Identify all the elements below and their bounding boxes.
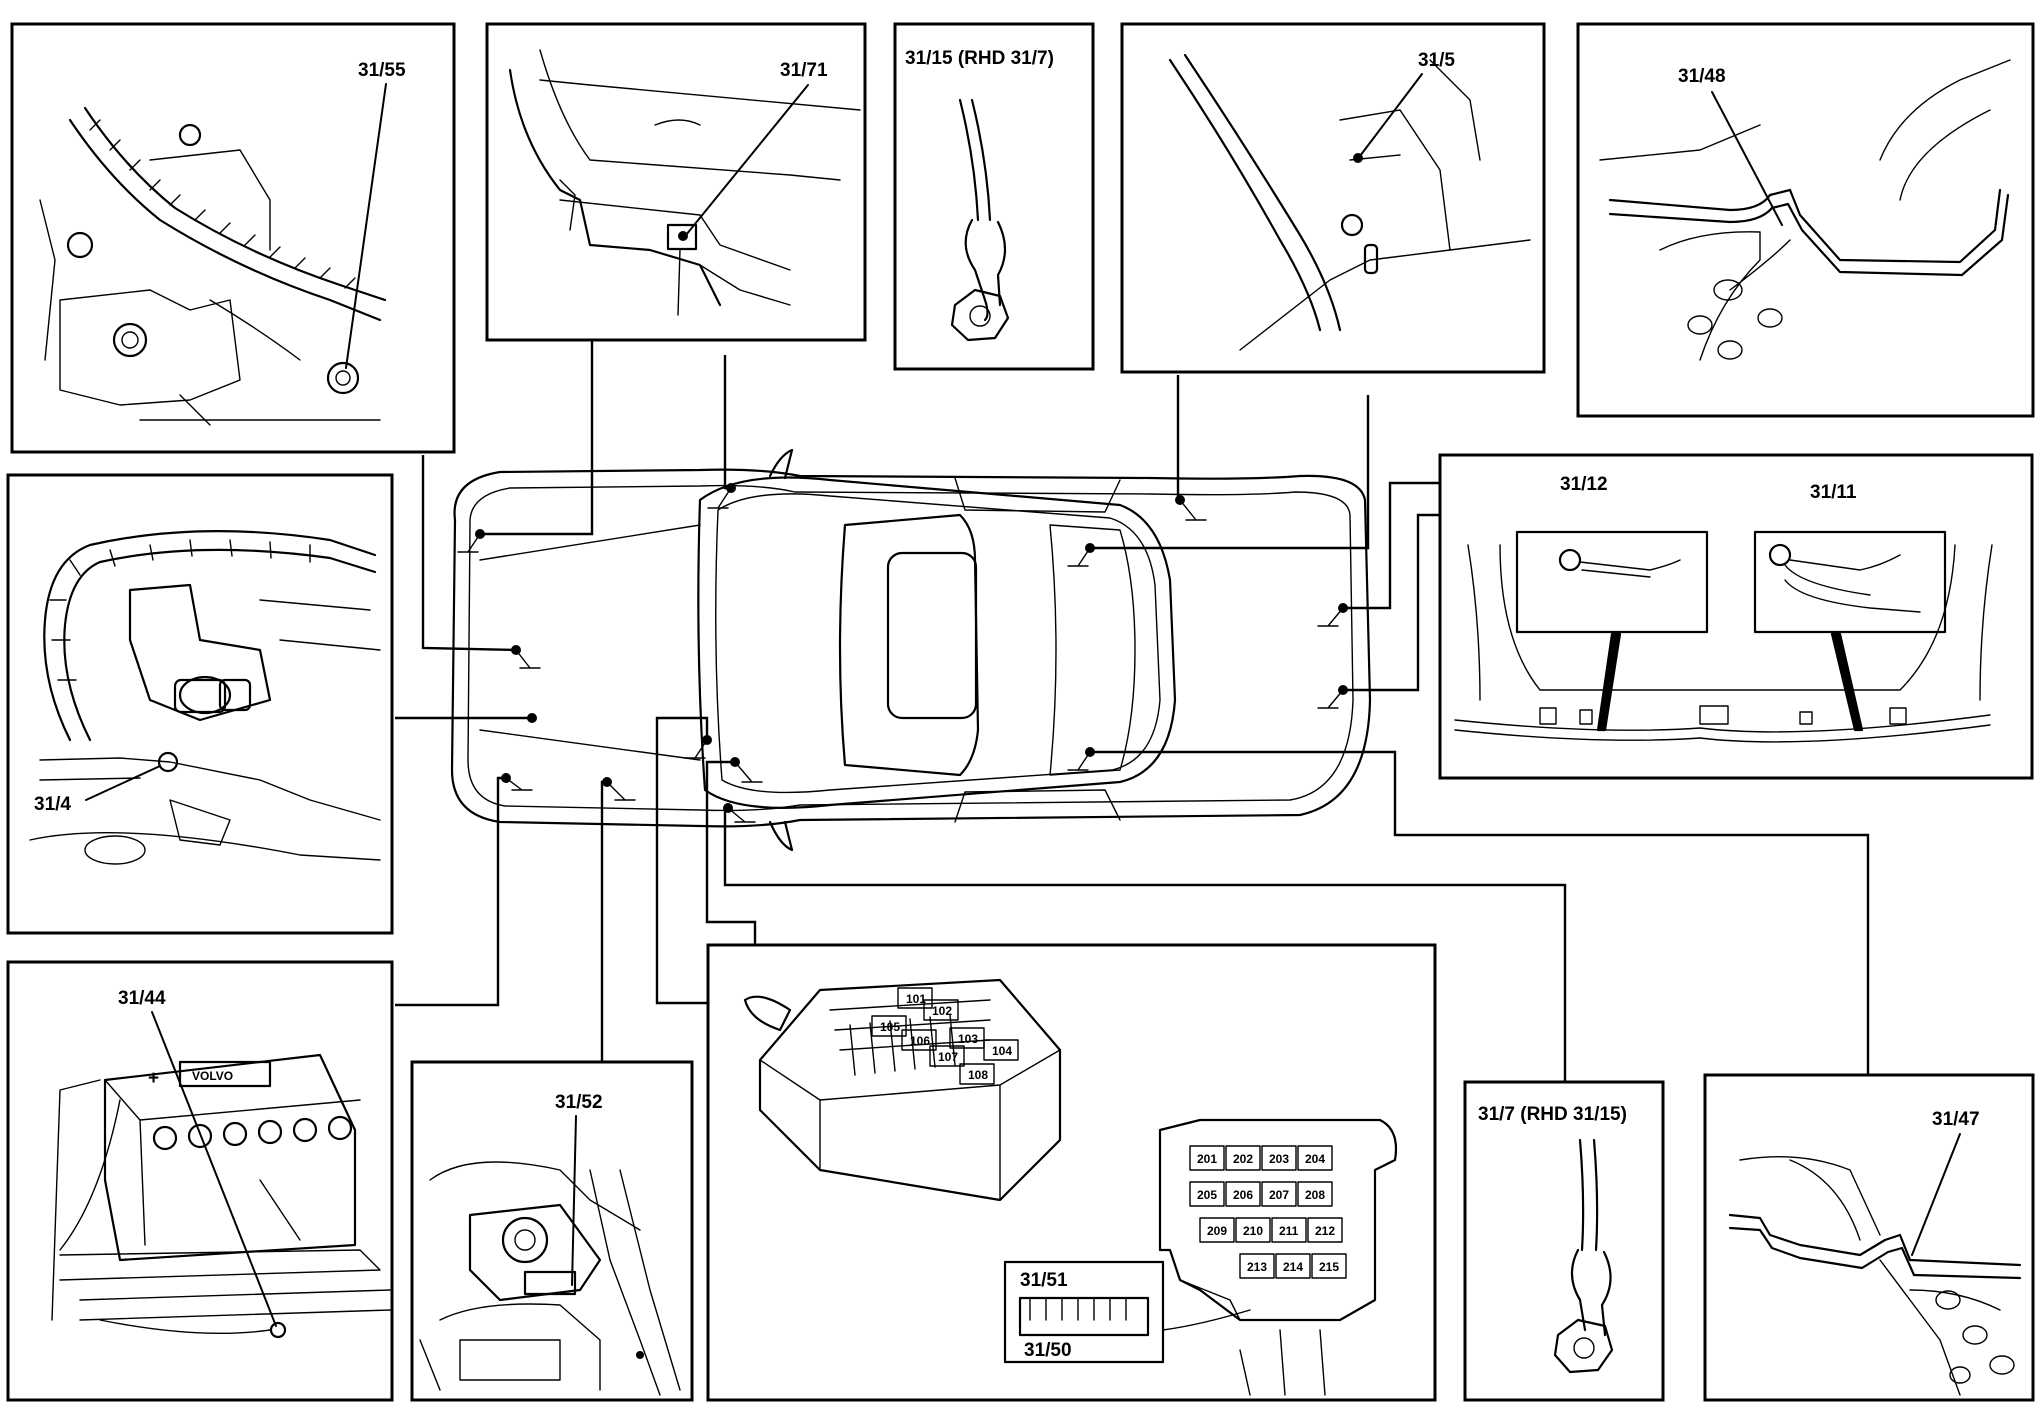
car-top-view [450, 448, 1372, 852]
relay-215: 215 [1319, 1260, 1339, 1274]
label-31-4: 31/4 [34, 794, 71, 815]
relay-102: 102 [932, 1004, 952, 1018]
relay-106: 106 [910, 1034, 930, 1048]
panel-31-5: 31/5 [1120, 22, 1546, 374]
relay-202: 202 [1233, 1152, 1253, 1166]
panel-31-44: VOLVO + 31/44 [6, 960, 394, 1402]
label-31-15: 31/15 (RHD 31/7) [905, 48, 1054, 69]
panel-31-71: 31/71 [485, 22, 867, 342]
label-31-51: 31/51 [1020, 1270, 1068, 1291]
label-31-7: 31/7 (RHD 31/15) [1478, 1104, 1627, 1125]
panel-relay-boxes: 101 102 103 104 105 106 107 108 [706, 943, 1437, 1402]
relay-101: 101 [906, 992, 926, 1006]
panel-31-12-31-11: 31/12 31/11 [1438, 453, 2034, 780]
panel-31-15: 31/15 (RHD 31/7) [893, 22, 1095, 371]
panel-31-52: 31/52 [410, 1060, 694, 1402]
label-31-47: 31/47 [1932, 1109, 1980, 1130]
relay-214: 214 [1283, 1260, 1303, 1274]
panel-31-7: 31/7 (RHD 31/15) [1463, 1080, 1665, 1402]
relay-207: 207 [1269, 1188, 1289, 1202]
label-31-5: 31/5 [1418, 50, 1455, 71]
panel-31-55: 31/55 [10, 22, 456, 454]
label-31-12: 31/12 [1560, 474, 1608, 495]
relay-box-1-labels: 101 102 103 104 105 106 107 108 [871, 987, 1019, 1085]
relay-212: 212 [1315, 1224, 1335, 1238]
relay-105: 105 [880, 1020, 900, 1034]
label-31-11: 31/11 [1810, 482, 1857, 503]
battery-brand: VOLVO [192, 1069, 233, 1083]
relay-204: 204 [1305, 1152, 1325, 1166]
label-31-55: 31/55 [358, 60, 406, 81]
relay-104: 104 [992, 1044, 1012, 1058]
relay-206: 206 [1233, 1188, 1253, 1202]
relay-209: 209 [1207, 1224, 1227, 1238]
label-31-50: 31/50 [1024, 1340, 1072, 1361]
label-31-52: 31/52 [555, 1092, 603, 1113]
relay-213: 213 [1247, 1260, 1267, 1274]
panel-31-48: 31/48 [1576, 22, 2035, 418]
relay-205: 205 [1197, 1188, 1217, 1202]
label-31-48: 31/48 [1678, 66, 1726, 87]
relay-208: 208 [1305, 1188, 1325, 1202]
panel-31-4: 31/4 [6, 473, 394, 935]
relay-203: 203 [1269, 1152, 1289, 1166]
relay-211: 211 [1279, 1224, 1299, 1238]
relay-103: 103 [958, 1032, 978, 1046]
label-31-71: 31/71 [780, 60, 828, 81]
battery-caps [152, 1115, 353, 1151]
relay-108: 108 [968, 1068, 988, 1082]
battery-plus-sign: + [148, 1068, 159, 1089]
relay-210: 210 [1243, 1224, 1263, 1238]
label-31-44: 31/44 [118, 988, 166, 1009]
panel-31-47: 31/47 [1703, 1073, 2035, 1402]
relay-201: 201 [1197, 1152, 1217, 1166]
relay-box-2-labels: 201 202 203 204 205 206 207 208 209 210 … [1189, 1145, 1347, 1279]
relay-107: 107 [938, 1050, 958, 1064]
